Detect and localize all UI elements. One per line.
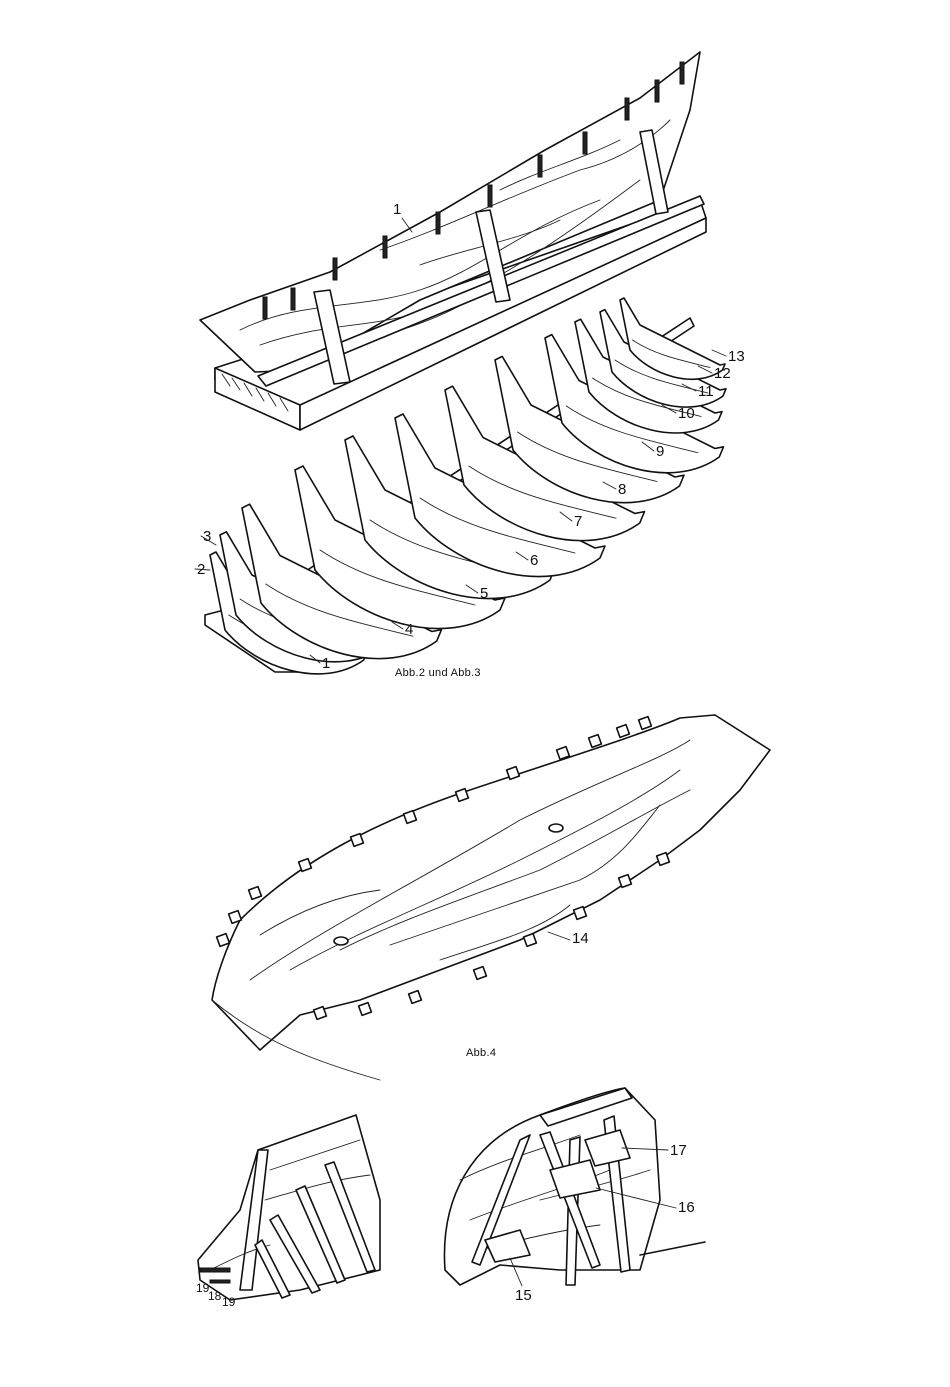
detail-left-bow: 19 18 19 bbox=[196, 1115, 380, 1309]
abb4-tab bbox=[217, 934, 230, 947]
abb4-tab bbox=[589, 735, 602, 748]
abb4-tab bbox=[557, 747, 570, 760]
abb4-tab bbox=[409, 991, 422, 1004]
abb2-label-1: 1 bbox=[393, 201, 401, 218]
detail-right-label-16: 16 bbox=[678, 1199, 695, 1216]
frame-label-3: 3 bbox=[203, 528, 211, 545]
abb4-tab bbox=[249, 887, 262, 900]
abb4-tab bbox=[639, 717, 652, 730]
detail-left-label-19b: 19 bbox=[222, 1295, 236, 1309]
abb4-tab bbox=[617, 725, 630, 738]
abb23-caption: Abb.2 und Abb.3 bbox=[395, 667, 481, 679]
frame-label-12: 12 bbox=[714, 365, 731, 382]
abb4-tab bbox=[359, 1003, 372, 1016]
abb4-tab bbox=[314, 1007, 327, 1020]
frame-label-13: 13 bbox=[728, 348, 745, 365]
detail-right-label-15: 15 bbox=[515, 1287, 532, 1304]
frame-label-11: 11 bbox=[698, 383, 714, 400]
abb4-tab bbox=[351, 834, 364, 847]
abb4-tab bbox=[574, 907, 587, 920]
frame-label-1: 1 bbox=[322, 655, 330, 672]
frame-label-4: 4 bbox=[405, 621, 413, 638]
abb4-label-14: 14 bbox=[572, 930, 589, 947]
abb4-tab bbox=[657, 853, 670, 866]
abb4-tab bbox=[299, 859, 312, 872]
frame-label-7: 7 bbox=[574, 513, 582, 530]
detail-right-label-17: 17 bbox=[670, 1142, 687, 1159]
abb4-tab bbox=[619, 875, 632, 888]
abb4-tab bbox=[524, 934, 537, 947]
abb4-tab bbox=[404, 811, 417, 824]
frame-leader-13 bbox=[712, 350, 726, 356]
frame-label-6: 6 bbox=[530, 552, 538, 569]
frame-label-5: 5 bbox=[480, 585, 488, 602]
frame-label-10: 10 bbox=[678, 405, 695, 422]
detail-right-stern: 17 16 15 bbox=[444, 1088, 705, 1304]
detail-left-label-18: 18 bbox=[208, 1289, 222, 1303]
abb4-caption: Abb.4 bbox=[466, 1047, 496, 1059]
abb4-tab bbox=[229, 911, 242, 924]
abb4-tab bbox=[456, 789, 469, 802]
abb4-tab bbox=[507, 767, 520, 780]
frame-label-9: 9 bbox=[656, 443, 664, 460]
frame-label-8: 8 bbox=[618, 481, 626, 498]
abb4-tab bbox=[474, 967, 487, 980]
abb4-deck-plate: 14 Abb.4 bbox=[212, 715, 770, 1080]
